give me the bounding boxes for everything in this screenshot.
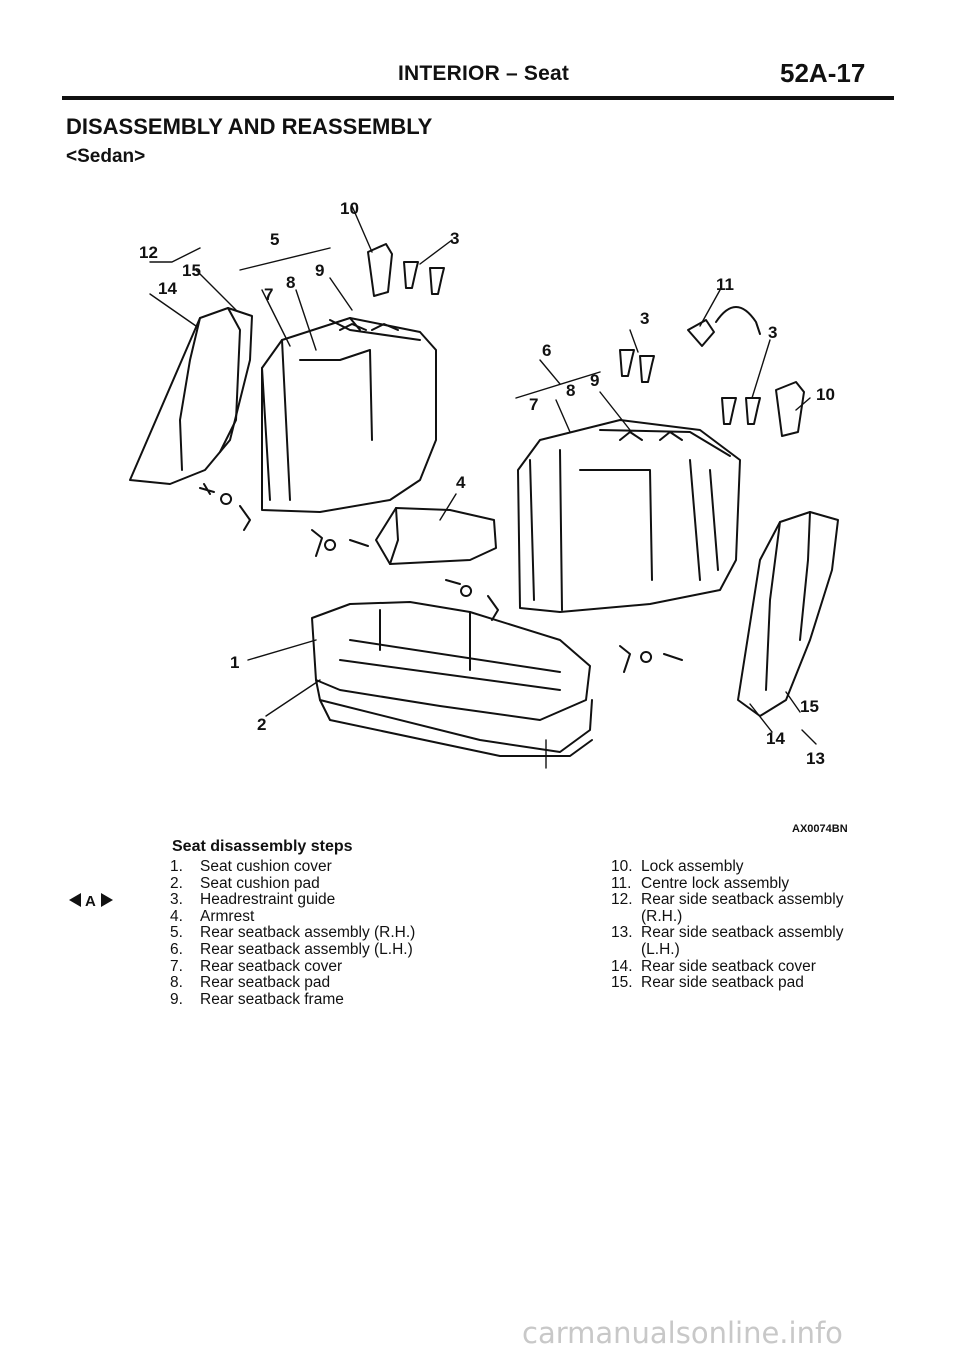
callout-8b: 8 — [566, 381, 575, 400]
step-item: 7. Rear seatback cover — [170, 957, 415, 976]
callout-12: 12 — [139, 243, 158, 262]
steps-title: Seat disassembly steps — [172, 838, 353, 855]
callout-15b: 15 — [800, 697, 819, 716]
callout-4: 4 — [456, 473, 466, 492]
step-item: 0.(L.H.) — [611, 940, 843, 959]
step-text: Rear side seatback assembly — [641, 891, 844, 909]
step-item: 13. Rear side seatback assembly — [611, 925, 843, 942]
step-text: Headrestraint guide — [200, 891, 336, 909]
callout-7b: 7 — [529, 395, 538, 414]
step-number: 4. — [170, 907, 183, 925]
callout-11: 11 — [716, 275, 734, 294]
step-text: Rear seatback frame — [200, 990, 344, 1008]
right-arrow-icon — [101, 893, 113, 907]
step-item: 5. Rear seatback assembly (R.H.) — [170, 925, 415, 942]
step-number: 3. — [170, 891, 183, 909]
callout-14b: 14 — [766, 729, 785, 748]
callout-9: 9 — [315, 261, 324, 280]
left-arrow-icon — [69, 893, 81, 907]
step-text: Seat cushion pad — [200, 874, 320, 892]
exploded-seat-diagram: 12 15 14 5 7 8 9 10 3 4 11 3 3 6 7 8 9 1… — [129, 199, 839, 769]
section-subtitle: <Sedan> — [66, 146, 146, 167]
step-number: 9. — [170, 990, 183, 1008]
step-number: 14. — [611, 957, 633, 975]
step-number: 6. — [170, 940, 183, 958]
step-item: 2. Seat cushion pad — [170, 874, 415, 893]
step-number: 1. — [170, 858, 183, 875]
rear-side-seatback-lh — [737, 511, 839, 717]
step-text: Centre lock assembly — [641, 874, 790, 892]
callout-3: 3 — [450, 229, 459, 248]
page-number: 52A-17 — [780, 58, 866, 88]
step-item: 15. Rear side seatback pad — [611, 975, 843, 992]
step-text: Seat cushion cover — [200, 858, 332, 875]
step-item: 10. Lock assembly — [611, 858, 843, 876]
step-number: 2. — [170, 874, 183, 892]
step-item: 1. Seat cushion cover — [170, 858, 415, 876]
callout-5: 5 — [270, 230, 279, 249]
step-text: Rear seatback assembly (L.H.) — [200, 940, 413, 958]
callout-10b: 10 — [816, 385, 835, 404]
step-text: Armrest — [200, 907, 255, 925]
step-item: 6. Rear seatback assembly (L.H.) — [170, 940, 415, 959]
callout-1: 1 — [230, 653, 239, 672]
callout-10: 10 — [340, 199, 359, 218]
step-number: 10. — [611, 858, 633, 875]
armrest — [375, 507, 497, 565]
callout-3c: 3 — [768, 323, 777, 342]
note-a-badge: A — [69, 893, 113, 910]
header-rule — [62, 96, 894, 100]
step-text: (R.H.) — [641, 907, 683, 925]
step-text: Rear side seatback assembly — [641, 924, 844, 942]
step-item: 12. Rear side seatback assembly — [611, 892, 843, 909]
step-item: 4. Armrest — [170, 907, 415, 926]
step-number: 7. — [170, 957, 183, 975]
callout-7: 7 — [264, 285, 273, 304]
step-number: 13. — [611, 924, 633, 942]
step-text: Rear seatback assembly (R.H.) — [200, 924, 416, 942]
step-item: 3. Headrestraint guide — [170, 892, 415, 909]
callout-14: 14 — [158, 279, 177, 298]
step-text: Rear seatback cover — [200, 957, 343, 975]
step-item: 8. Rear seatback pad — [170, 975, 415, 992]
note-badge-label: A — [85, 893, 96, 910]
step-number: 5. — [170, 924, 183, 942]
step-text: Lock assembly — [641, 858, 744, 875]
rear-seatback-lh — [517, 419, 741, 613]
callout-3b: 3 — [640, 309, 649, 328]
step-item: 11. Centre lock assembly — [611, 874, 843, 893]
step-text: (L.H.) — [641, 940, 680, 958]
step-number: 12. — [611, 891, 633, 909]
section-title: DISASSEMBLY AND REASSEMBLY — [66, 114, 433, 139]
step-number: 15. — [611, 974, 633, 992]
step-item: 9. Rear seatback frame — [170, 990, 415, 1009]
page-header-title: INTERIOR – Seat — [398, 62, 570, 85]
figure-code: AX0074BN — [792, 823, 848, 835]
callout-2: 2 — [257, 715, 266, 734]
callout-13: 13 — [806, 749, 825, 768]
step-text: Rear seatback pad — [200, 974, 331, 992]
callout-8: 8 — [286, 273, 295, 292]
watermark: carmanualsonline.info — [522, 1316, 843, 1350]
callout-6: 6 — [542, 341, 551, 360]
step-text: Rear side seatback pad — [641, 974, 804, 992]
step-number: 8. — [170, 974, 183, 992]
step-item: 0.(R.H.) — [611, 907, 843, 926]
step-text: Rear side seatback cover — [641, 957, 816, 975]
seat-cushion — [311, 601, 591, 721]
step-item: 14. Rear side seatback cover — [611, 957, 843, 976]
step-number: 11. — [611, 874, 632, 892]
rear-side-seatback-rh — [129, 307, 253, 485]
callout-9b: 9 — [590, 371, 599, 390]
rear-seatback-rh — [261, 317, 437, 513]
callout-15: 15 — [182, 261, 201, 280]
